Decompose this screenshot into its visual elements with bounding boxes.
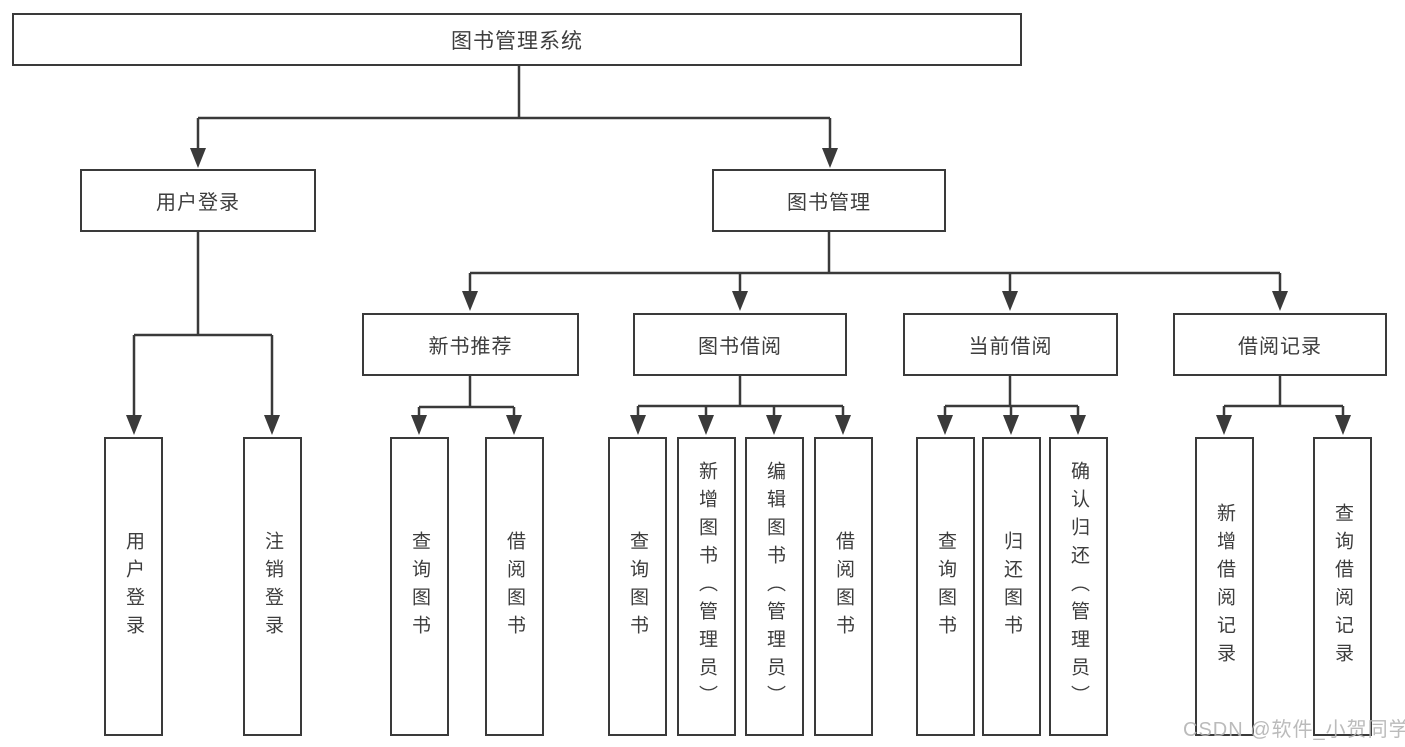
leaf-logout: 注销登录 — [243, 437, 302, 736]
node-library-management-system: 图书管理系统 — [12, 13, 1022, 66]
leaf-edit-books-admin: 编辑图书（管理员） — [745, 437, 804, 736]
leaf-query-books-current: 查询图书 — [916, 437, 975, 736]
leaf-query-borrow-record: 查询借阅记录 — [1313, 437, 1372, 736]
leaf-query-books-borrowing: 查询图书 — [608, 437, 667, 736]
leaf-query-books-recommend: 查询图书 — [390, 437, 449, 736]
node-book-borrowing: 图书借阅 — [633, 313, 847, 376]
leaf-borrow-books-recommend: 借阅图书 — [485, 437, 544, 736]
node-new-book-recommend: 新书推荐 — [362, 313, 579, 376]
leaf-return-books: 归还图书 — [982, 437, 1041, 736]
node-book-management: 图书管理 — [712, 169, 946, 232]
node-user-login: 用户登录 — [80, 169, 316, 232]
csdn-watermark: CSDN @软件_小贺同学 — [1183, 719, 1405, 741]
leaf-borrow-books: 借阅图书 — [814, 437, 873, 736]
leaf-user-login: 用户登录 — [104, 437, 163, 736]
node-borrowing-records: 借阅记录 — [1173, 313, 1387, 376]
leaf-add-borrow-record: 新增借阅记录 — [1195, 437, 1254, 736]
leaf-confirm-return-admin: 确认归还（管理员） — [1049, 437, 1108, 736]
leaf-add-books-admin: 新增图书（管理员） — [677, 437, 736, 736]
node-current-borrowing: 当前借阅 — [903, 313, 1118, 376]
